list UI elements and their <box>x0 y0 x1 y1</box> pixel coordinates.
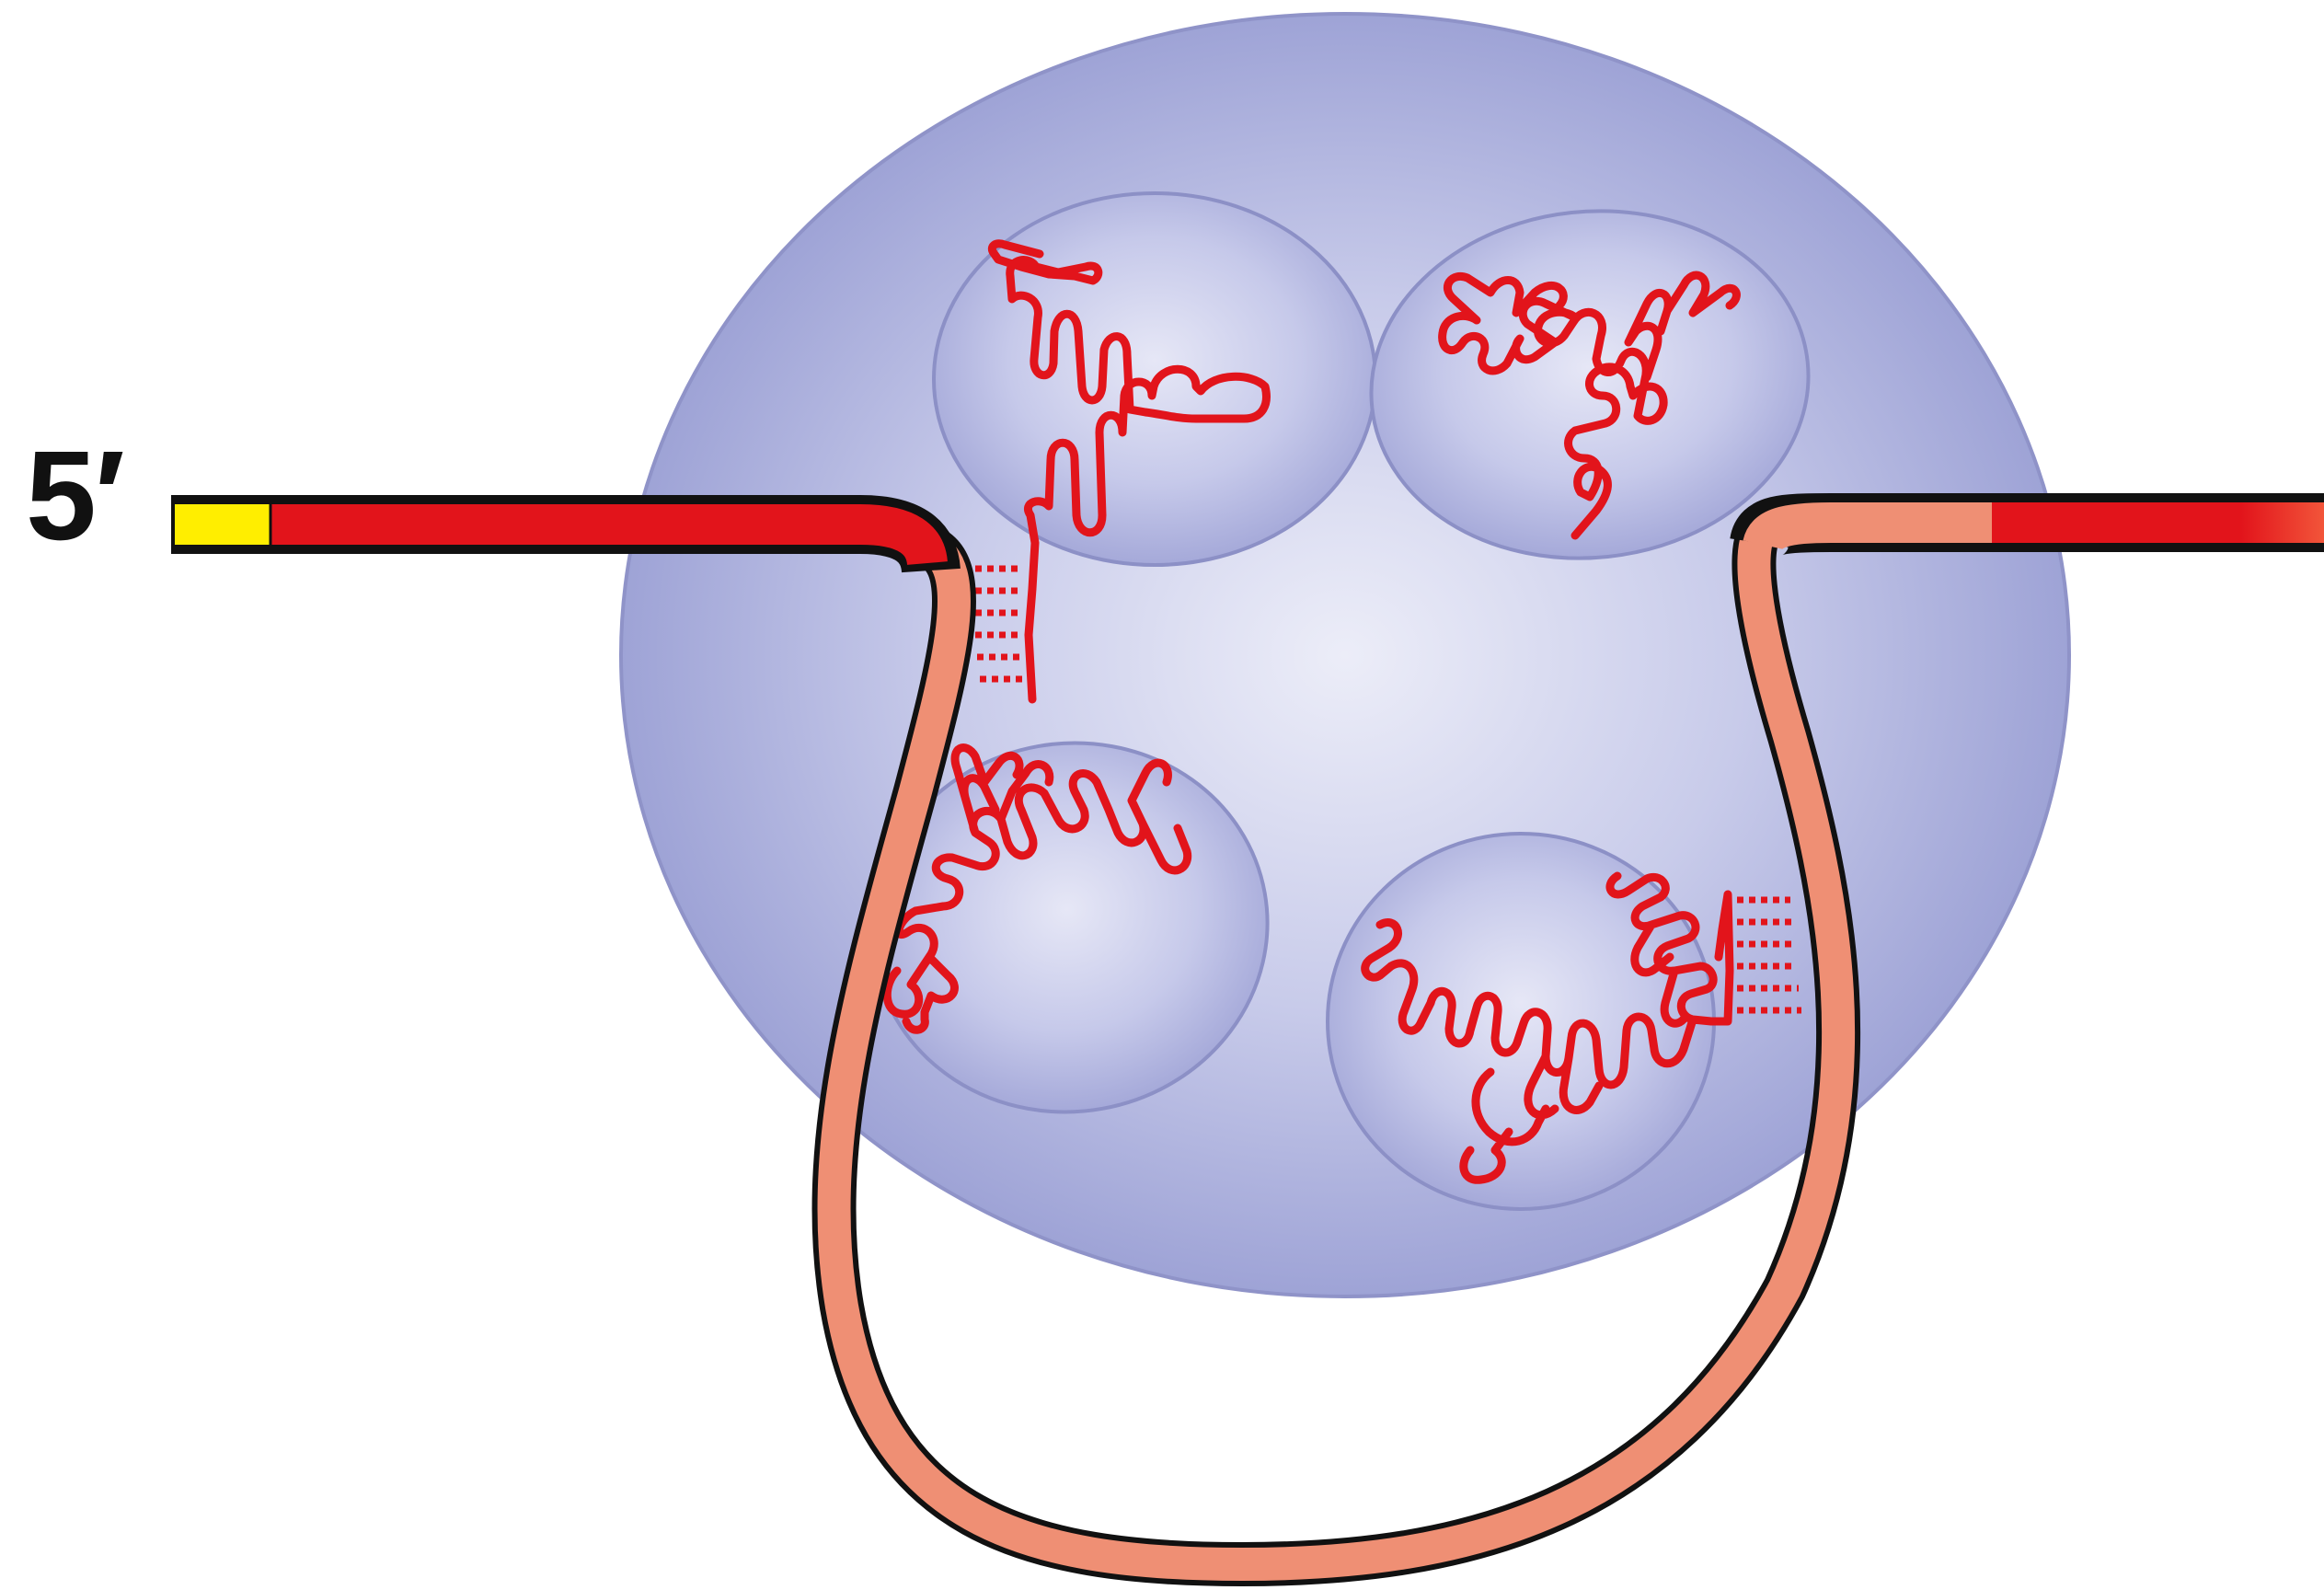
five-prime-label: 5′ <box>26 432 123 559</box>
five-prime-cap <box>175 504 270 545</box>
rna-strand-right <box>1759 502 2324 545</box>
